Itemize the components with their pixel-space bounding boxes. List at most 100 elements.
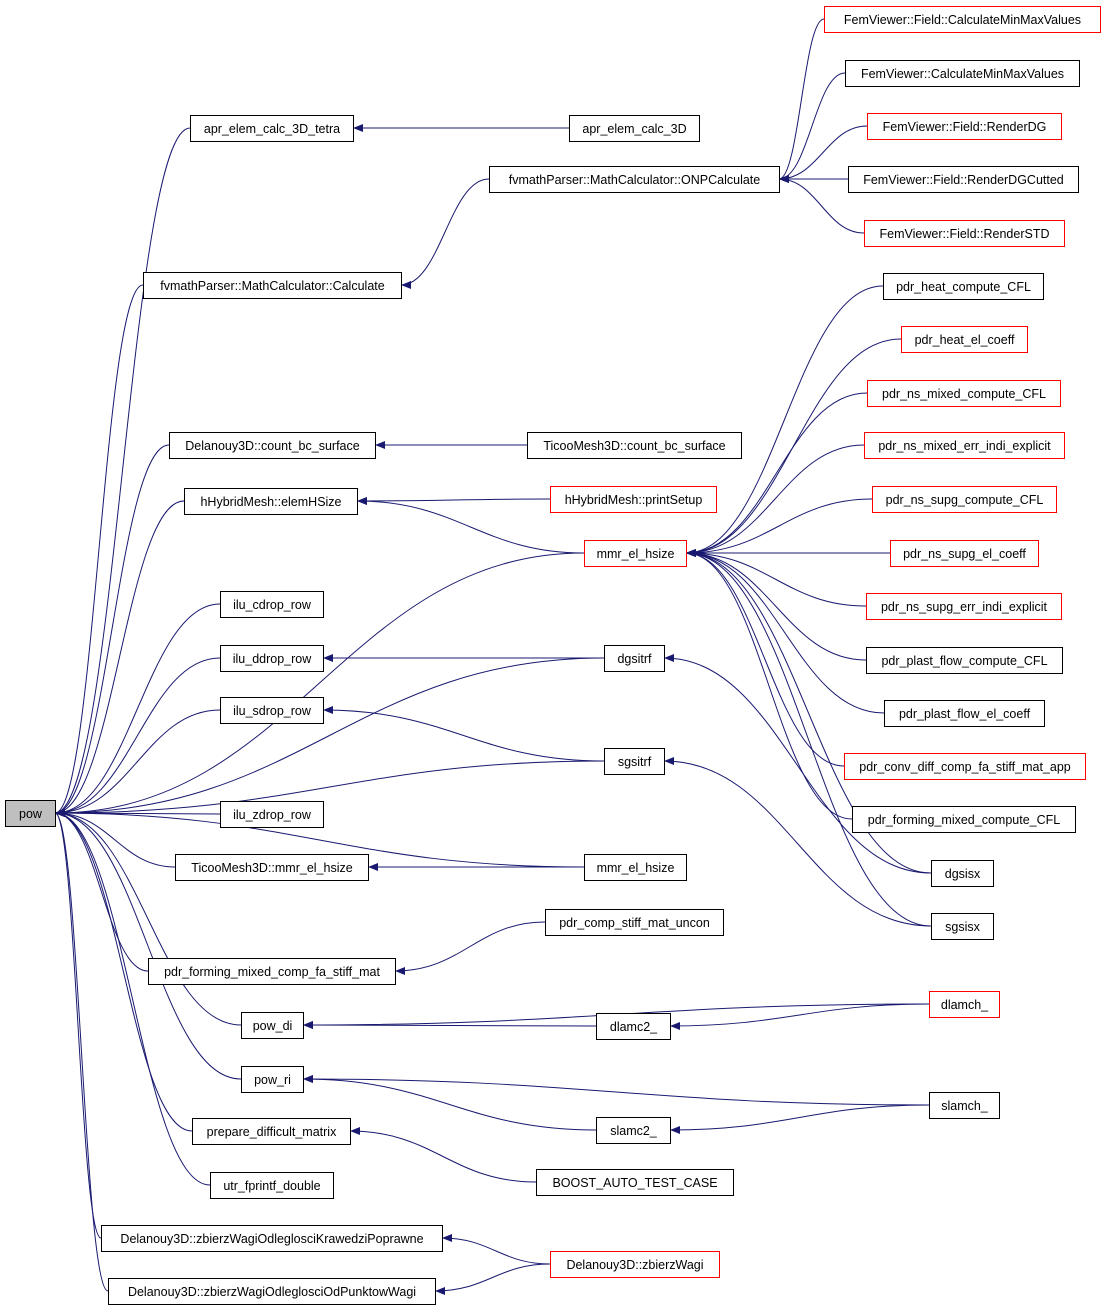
node-pow[interactable]: pow bbox=[5, 800, 56, 827]
node-fem-renderstd[interactable]: FemViewer::Field::RenderSTD bbox=[864, 220, 1065, 247]
node-label: slamch_ bbox=[941, 1099, 989, 1113]
node-label: ilu_zdrop_row bbox=[233, 808, 312, 822]
edge-mmr-el-hsize-red-to-pow bbox=[54, 552, 585, 817]
node-label: FemViewer::CalculateMinMaxValues bbox=[861, 67, 1064, 81]
edge-prepare-difficult-matrix-to-pow bbox=[54, 809, 193, 1132]
node-box bbox=[220, 801, 324, 828]
node-delanouy-zbierzwagi[interactable]: Delanouy3D::zbierzWagi bbox=[550, 1251, 720, 1278]
node-apr-elem-calc-3d-tetra[interactable]: apr_elem_calc_3D_tetra bbox=[190, 115, 354, 142]
node-box bbox=[584, 540, 687, 567]
edge-boost-auto-test-case-to-prepare-difficult-matrix bbox=[349, 1127, 537, 1183]
node-dlamc2[interactable]: dlamc2_ bbox=[596, 1013, 671, 1040]
node-box bbox=[184, 488, 358, 515]
node-box bbox=[866, 593, 1062, 620]
edge-sgsitrf-to-pow bbox=[54, 760, 605, 817]
node-fem-renderdg[interactable]: FemViewer::Field::RenderDG bbox=[867, 113, 1062, 140]
edge-ilu-ddrop-row-to-pow bbox=[54, 657, 221, 817]
edge-ilu-cdrop-row-to-pow bbox=[54, 603, 221, 817]
node-sgsisx[interactable]: sgsisx bbox=[931, 913, 994, 940]
edge-fem-field-calcminmax-to-fvmath-onp bbox=[778, 18, 825, 183]
node-pdr-plast-flow-el-coeff[interactable]: pdr_plast_flow_el_coeff bbox=[884, 700, 1045, 727]
node-label: fvmathParser::MathCalculator::ONPCalcula… bbox=[509, 173, 761, 187]
node-utr-fprintf-double[interactable]: utr_fprintf_double bbox=[210, 1172, 334, 1199]
node-fem-renderdgcutted[interactable]: FemViewer::Field::RenderDGCutted bbox=[848, 166, 1079, 193]
node-box bbox=[169, 432, 376, 459]
edge-pdr-ns-supg-compute-cfl-to-mmr-el-hsize-red bbox=[685, 498, 873, 557]
node-dlamch[interactable]: dlamch_ bbox=[929, 991, 1000, 1018]
node-mmr-el-hsize-black[interactable]: mmr_el_hsize bbox=[584, 854, 687, 881]
node-pdr-ns-mixed-err[interactable]: pdr_ns_mixed_err_indi_explicit bbox=[864, 432, 1065, 459]
node-pdr-plast-flow-cfl[interactable]: pdr_plast_flow_compute_CFL bbox=[866, 647, 1063, 674]
node-box bbox=[175, 854, 369, 881]
node-sgsitrf[interactable]: sgsitrf bbox=[604, 748, 665, 775]
node-box bbox=[901, 326, 1028, 353]
node-box bbox=[5, 800, 56, 827]
edge-sgsitrf-to-ilu-sdrop-row bbox=[322, 706, 605, 762]
node-delanouy-krawedzi[interactable]: Delanouy3D::zbierzWagiOdleglosciKrawedzi… bbox=[101, 1225, 443, 1252]
node-dgsisx[interactable]: dgsisx bbox=[931, 860, 994, 887]
node-box bbox=[210, 1172, 334, 1199]
node-box bbox=[550, 1251, 720, 1278]
node-fvmath-onp[interactable]: fvmathParser::MathCalculator::ONPCalcula… bbox=[489, 166, 780, 193]
node-ilu-ddrop-row[interactable]: ilu_ddrop_row bbox=[220, 645, 324, 672]
node-label: FemViewer::Field::RenderDGCutted bbox=[863, 173, 1064, 187]
node-label: pow_ri bbox=[254, 1073, 291, 1087]
node-prepare-difficult-matrix[interactable]: prepare_difficult_matrix bbox=[192, 1118, 351, 1145]
node-pdr-ns-supg-err[interactable]: pdr_ns_supg_err_indi_explicit bbox=[866, 593, 1062, 620]
node-hhybrid-elemhsize[interactable]: hHybridMesh::elemHSize bbox=[184, 488, 358, 515]
node-pow-ri[interactable]: pow_ri bbox=[241, 1066, 304, 1093]
node-pdr-forming-mixed-comp-fa[interactable]: pdr_forming_mixed_comp_fa_stiff_mat bbox=[148, 958, 396, 985]
node-box bbox=[872, 486, 1057, 513]
edge-pdr-plast-flow-cfl-to-mmr-el-hsize-red bbox=[685, 549, 867, 661]
node-label: pdr_heat_el_coeff bbox=[915, 333, 1015, 347]
node-box bbox=[884, 700, 1045, 727]
node-pdr-comp-stiff-mat-uncon[interactable]: pdr_comp_stiff_mat_uncon bbox=[545, 909, 724, 936]
node-slamch[interactable]: slamch_ bbox=[929, 1092, 1000, 1119]
node-ilu-sdrop-row[interactable]: ilu_sdrop_row bbox=[220, 697, 324, 724]
node-box bbox=[489, 166, 780, 193]
node-ticoo-mmr-el-hsize[interactable]: TicooMesh3D::mmr_el_hsize bbox=[175, 854, 369, 881]
node-ticoo-count-bc[interactable]: TicooMesh3D::count_bc_surface bbox=[527, 432, 742, 459]
node-pdr-heat-compute-cfl[interactable]: pdr_heat_compute_CFL bbox=[883, 273, 1044, 300]
node-box bbox=[929, 991, 1000, 1018]
node-label: pdr_ns_supg_compute_CFL bbox=[886, 493, 1044, 507]
node-delanouy-count-bc[interactable]: Delanouy3D::count_bc_surface bbox=[169, 432, 376, 459]
node-label: pdr_forming_mixed_compute_CFL bbox=[868, 813, 1061, 827]
node-fem-calcminmax[interactable]: FemViewer::CalculateMinMaxValues bbox=[845, 60, 1080, 87]
node-box bbox=[596, 1117, 671, 1144]
node-ilu-cdrop-row[interactable]: ilu_cdrop_row bbox=[220, 591, 324, 618]
node-label: hHybridMesh::printSetup bbox=[565, 493, 703, 507]
node-box bbox=[241, 1012, 304, 1039]
node-label: sgsitrf bbox=[618, 755, 652, 769]
node-label: pdr_ns_mixed_compute_CFL bbox=[882, 387, 1046, 401]
node-box bbox=[848, 166, 1079, 193]
edge-pdr-forming-mixed-cfl-to-mmr-el-hsize-red bbox=[685, 549, 853, 820]
node-fvmath-calculate[interactable]: fvmathParser::MathCalculator::Calculate bbox=[143, 272, 402, 299]
edge-hhybrid-printsetup-to-hhybrid-elemhsize bbox=[356, 496, 551, 505]
node-pdr-ns-supg-el-coeff[interactable]: pdr_ns_supg_el_coeff bbox=[890, 540, 1039, 567]
node-pdr-heat-el-coeff[interactable]: pdr_heat_el_coeff bbox=[901, 326, 1028, 353]
node-hhybrid-printsetup[interactable]: hHybridMesh::printSetup bbox=[550, 486, 717, 513]
node-mmr-el-hsize-red[interactable]: mmr_el_hsize bbox=[584, 540, 687, 567]
node-label: pdr_plast_flow_compute_CFL bbox=[881, 654, 1047, 668]
node-pow-di[interactable]: pow_di bbox=[241, 1012, 304, 1039]
edge-pdr-ns-mixed-err-to-mmr-el-hsize-red bbox=[685, 444, 865, 557]
node-slamc2[interactable]: slamc2_ bbox=[596, 1117, 671, 1144]
edge-dlamch-to-dlamc2 bbox=[669, 1003, 930, 1030]
edge-mmr-el-hsize-black-to-pow bbox=[54, 809, 585, 868]
node-dgsitrf[interactable]: dgsitrf bbox=[604, 645, 665, 672]
node-label: pdr_heat_compute_CFL bbox=[896, 280, 1031, 294]
edge-hhybrid-elemhsize-to-pow bbox=[54, 500, 185, 817]
node-box bbox=[604, 748, 665, 775]
node-pdr-ns-supg-compute-cfl[interactable]: pdr_ns_supg_compute_CFL bbox=[872, 486, 1057, 513]
node-ilu-zdrop-row[interactable]: ilu_zdrop_row bbox=[220, 801, 324, 828]
node-pdr-forming-mixed-cfl[interactable]: pdr_forming_mixed_compute_CFL bbox=[852, 806, 1076, 833]
edge-delanouy-count-bc-to-pow bbox=[54, 444, 170, 817]
node-pdr-conv-diff[interactable]: pdr_conv_diff_comp_fa_stiff_mat_app bbox=[844, 753, 1086, 780]
node-pdr-ns-mixed-compute-cfl[interactable]: pdr_ns_mixed_compute_CFL bbox=[867, 380, 1061, 407]
node-fem-field-calcminmax[interactable]: FemViewer::Field::CalculateMinMaxValues bbox=[824, 6, 1101, 33]
node-boost-auto-test-case[interactable]: BOOST_AUTO_TEST_CASE bbox=[536, 1169, 734, 1196]
node-apr-elem-calc-3d[interactable]: apr_elem_calc_3D bbox=[569, 115, 700, 142]
node-label: mmr_el_hsize bbox=[597, 547, 675, 561]
node-delanouy-punktow[interactable]: Delanouy3D::zbierzWagiOdleglosciOdPunkto… bbox=[108, 1278, 436, 1305]
